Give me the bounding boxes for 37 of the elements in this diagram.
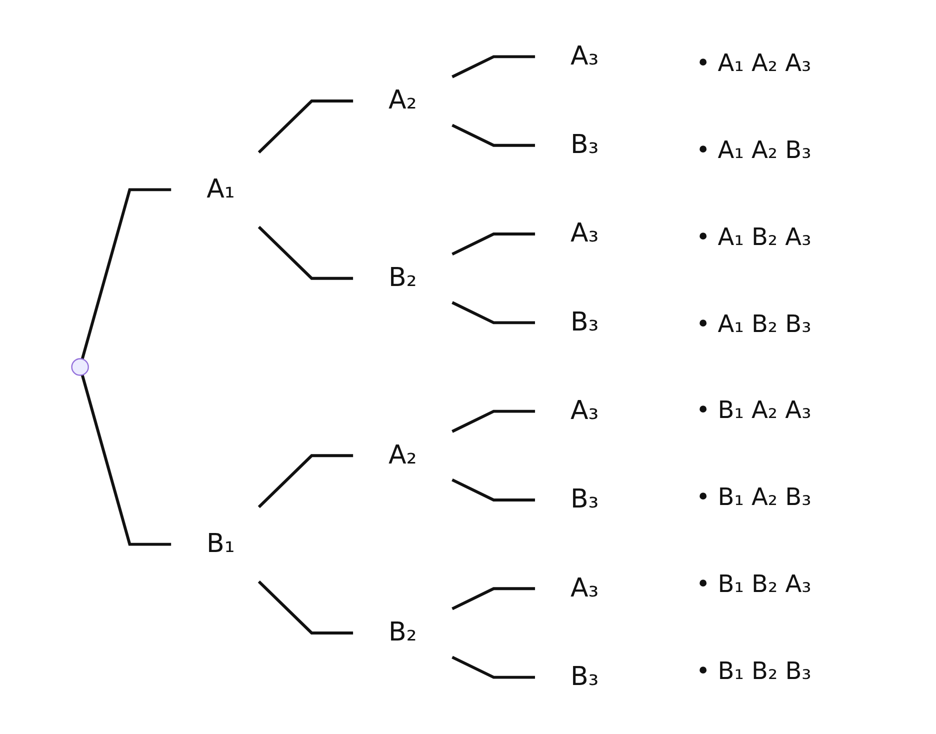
outcome-text: • B₁ B₂ A₃ <box>696 570 812 598</box>
outcome-text: • B₁ A₂ A₃ <box>696 396 812 424</box>
connector <box>452 124 535 147</box>
connector <box>80 374 172 546</box>
outcome-text: • B₁ B₂ B₃ <box>696 656 812 685</box>
connector <box>452 656 535 679</box>
node-text: B₂ <box>388 264 417 294</box>
connector <box>452 301 535 324</box>
outcome-text: • B₁ A₂ B₃ <box>696 483 812 512</box>
node-text: A₂ <box>388 440 417 470</box>
node-text: B₃ <box>570 130 599 160</box>
node-text: B₃ <box>570 308 599 338</box>
outcome-text: • A₁ A₂ A₃ <box>696 49 812 78</box>
node-text: B₃ <box>570 662 599 692</box>
connector <box>80 188 172 360</box>
connector <box>258 580 354 634</box>
outcome-text: • A₁ B₂ B₃ <box>696 310 812 338</box>
connector <box>452 478 535 502</box>
node-circle <box>71 358 89 376</box>
connector <box>452 55 536 78</box>
node-text: A₃ <box>570 574 599 604</box>
connector <box>258 100 354 154</box>
node-text: A₂ <box>388 86 417 116</box>
outcome-text: • A₁ B₂ A₃ <box>696 222 812 251</box>
connector <box>452 232 536 256</box>
node-text: B₂ <box>388 618 417 648</box>
connector <box>258 454 354 508</box>
connector <box>258 226 354 280</box>
connector <box>452 410 536 433</box>
node-text: A₃ <box>570 219 599 249</box>
outcome-text: • A₁ A₂ B₃ <box>696 136 812 164</box>
node-text: A₃ <box>570 42 599 72</box>
node-text: A₁ <box>206 174 235 204</box>
node-text: B₃ <box>570 485 599 515</box>
connector <box>452 587 536 610</box>
node-text: A₃ <box>570 396 599 426</box>
node-text: B₁ <box>206 530 235 560</box>
